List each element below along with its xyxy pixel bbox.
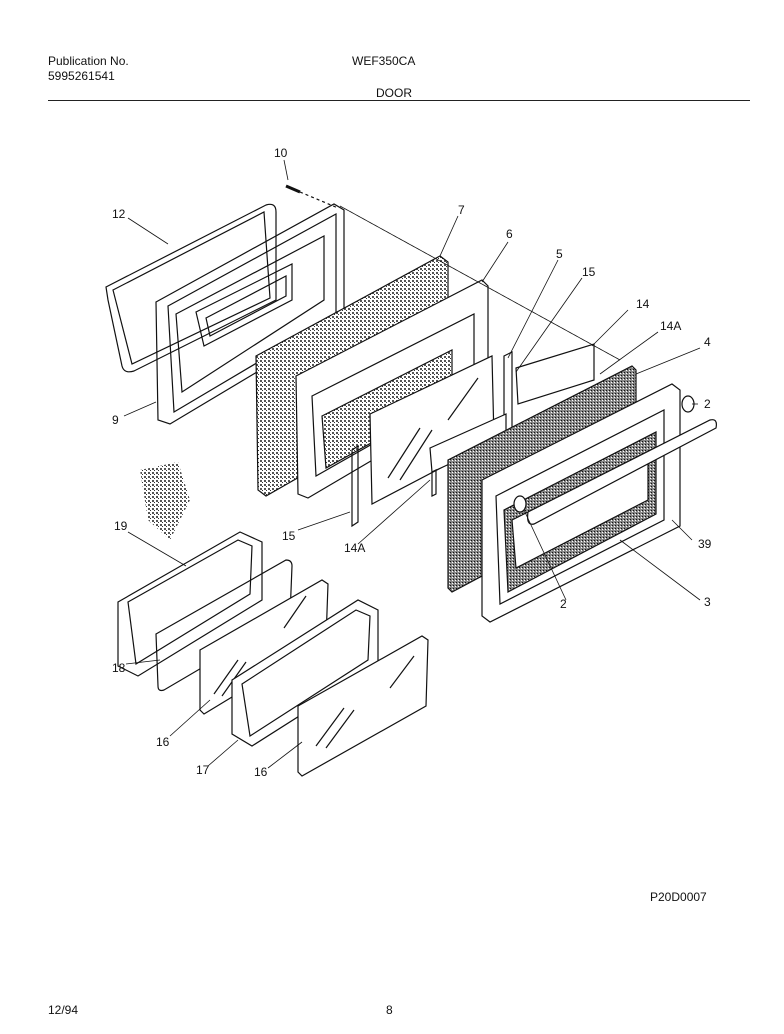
callout-15-bottom: 15 [282,529,296,543]
footer-date: 12/94 [48,1003,79,1017]
callout-3: 3 [704,595,711,609]
callout-6: 6 [506,227,513,241]
callout-9: 9 [112,413,119,427]
footer-page-number: 8 [386,1003,393,1017]
model-number: WEF350CA [352,54,416,68]
window-glass-outer [297,635,429,777]
door-gasket [105,203,277,373]
callout-12: 12 [112,207,126,221]
callout-14A-top: 14A [660,319,681,333]
callout-16-left: 16 [156,735,170,749]
header-divider [48,100,750,101]
callout-10: 10 [274,146,288,160]
window-frame [117,531,263,677]
callout-2-top: 2 [704,397,711,411]
callout-39: 39 [698,537,712,551]
door-handle [527,419,717,525]
callout-16-right: 16 [254,765,268,779]
callout-18: 18 [112,661,126,675]
callout-7: 7 [458,203,465,217]
section-title: DOOR [376,86,412,100]
shaded-indicator [140,462,190,540]
callout-17: 17 [196,763,210,777]
callout-14: 14 [636,297,650,311]
screw [285,184,339,209]
callout-5: 5 [556,247,563,261]
publication-number: 5995261541 [48,69,115,83]
callout-19: 19 [114,519,128,533]
callout-15-top: 15 [582,265,596,279]
callout-14A-bottom: 14A [344,541,365,555]
callout-4: 4 [704,335,711,349]
callout-2-bottom: 2 [560,597,567,611]
figure-code: P20D0007 [650,890,707,904]
publication-label: Publication No. [48,54,129,68]
